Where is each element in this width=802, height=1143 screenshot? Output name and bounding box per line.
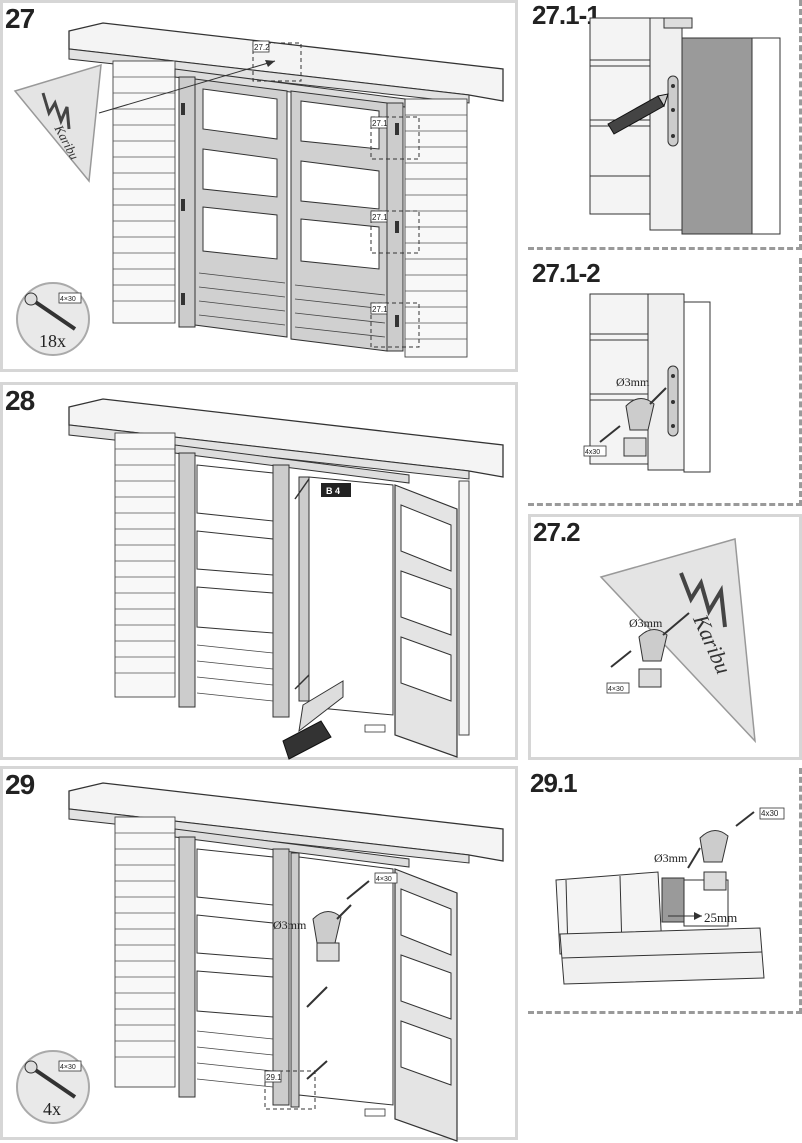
step-27-2-number: 27.2 [533, 517, 581, 547]
callout-29-1: 29.1 [266, 1073, 282, 1082]
screw-icon [735, 811, 755, 827]
karibu-logo-icon: Karibu [599, 538, 756, 744]
part-tag-b4 [321, 483, 351, 497]
screw-spec-29: 4×30 [376, 876, 392, 883]
step-27-1-1-illustration [589, 17, 781, 235]
screw-spec-27: 4×30 [60, 296, 76, 303]
drill-size-27-2: Ø3mm [629, 616, 663, 630]
callout-27-1-mid: 27.1 [372, 213, 388, 222]
part-tag-b4-text: B 4 [326, 486, 340, 496]
step-27-illustration: 27.2 27.1 27.1 27.1 Karibu 4×30 18x [13, 22, 504, 358]
callout-27-1-bottom: 27.1 [372, 305, 388, 314]
step-29-1-illustration: 25mm Ø3mm 4x30 [555, 807, 785, 985]
screw-icon [610, 650, 632, 668]
gap-29-1: 25mm [704, 910, 737, 925]
step-27-1-2-number: 27.1-2 [532, 258, 601, 288]
hinge-icon [667, 75, 679, 147]
step-27-number: 27 [5, 3, 35, 34]
step-29-1-panel: 29.1 25mm Ø3mm 4x30 [528, 768, 802, 1014]
quantity-29: 4x [43, 1099, 61, 1119]
screw-quantity-badge [16, 282, 90, 356]
step-28-number: 28 [5, 385, 35, 416]
pencil-icon [607, 93, 669, 135]
step-28-illustration: B 4 [68, 398, 504, 760]
step-29-1-number: 29.1 [530, 768, 578, 798]
drill-icon [623, 387, 667, 457]
step-27-2-panel: 27.2 Karibu Ø3mm 4×30 [528, 514, 802, 760]
screw-spec-27-1-2: 4x30 [585, 449, 600, 456]
screw-icon [599, 425, 621, 443]
screw-spec-29-1: 4x30 [761, 809, 779, 818]
step-27-1-2-illustration: Ø3mm 4x30 [583, 293, 711, 473]
screw-spec-29-badge: 4×30 [60, 1064, 76, 1071]
step-27-1-2-panel: 27.1-2 Ø3mm 4x30 [528, 258, 802, 506]
step-29-illustration: 4×30 Ø3mm 29.1 4×30 4x [16, 782, 504, 1142]
screw-icons [306, 880, 370, 1080]
hinge-icon [667, 365, 679, 437]
karibu-logo-icon: Karibu [13, 63, 102, 183]
drill-size-27-1-2: Ø3mm [616, 375, 650, 389]
drill-size-29-1: Ø3mm [654, 851, 688, 865]
drill-icon [312, 904, 352, 962]
saw-icon [282, 680, 344, 760]
drill-icon [687, 830, 729, 891]
screw-quantity-badge-29 [16, 1050, 90, 1124]
callout-27-1-top: 27.1 [372, 119, 388, 128]
step-27-2-illustration: Karibu Ø3mm 4×30 [599, 538, 756, 744]
step-29-panel: 29 4×30 Ø3mm [0, 766, 518, 1142]
step-28-panel: 28 B 4 [0, 382, 518, 760]
step-27-panel: 27 [0, 0, 518, 372]
screw-spec-27-2: 4×30 [608, 686, 624, 693]
wall-planks-left [112, 60, 176, 324]
step-27-1-1-number: 27.1-1 [532, 0, 601, 30]
step-29-number: 29 [5, 769, 35, 800]
quantity-27: 18x [39, 331, 66, 351]
callout-27-2: 27.2 [254, 43, 270, 52]
drill-size-29: Ø3mm [273, 918, 307, 932]
drill-icon [638, 612, 690, 688]
step-27-1-1-panel: 27.1-1 [528, 0, 802, 250]
